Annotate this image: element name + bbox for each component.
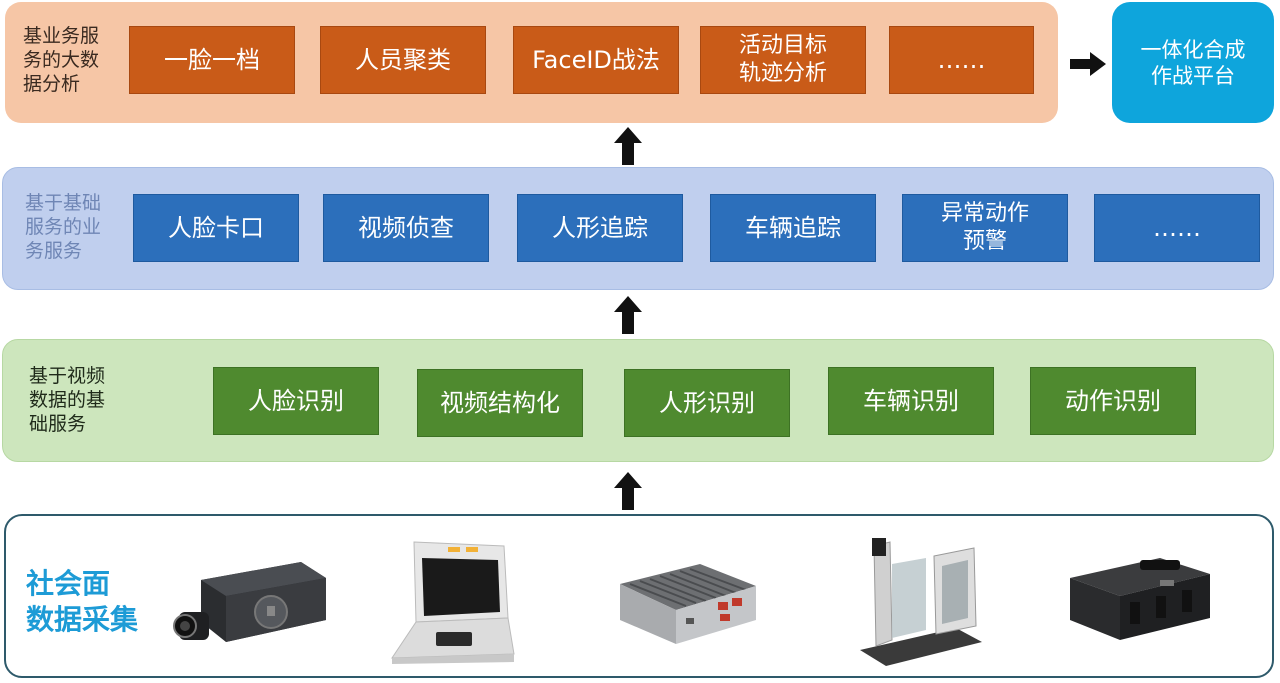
- module-vehicle-tracking: 车辆追踪: [710, 194, 876, 262]
- business-layer-label: 基于基础 服务的业 务服务: [25, 192, 102, 262]
- business-service-layer: 基于基础 服务的业 务服务 人脸卡口 视频侦查 人形追踪 车辆追踪 异常动作 预…: [2, 167, 1274, 290]
- face-terminal-icon: [391, 541, 515, 664]
- module-vehicle-recognition: 车辆识别: [828, 367, 994, 435]
- camera-device-icon: [173, 562, 326, 642]
- module-more-ellipsis: ……: [1094, 194, 1260, 262]
- rugged-case-icon: [1070, 558, 1210, 640]
- module-person-recognition: 人形识别: [624, 369, 790, 437]
- arrow-up-icon: [614, 127, 642, 165]
- module-video-investigation: 视频侦查: [323, 194, 489, 262]
- module-faceid-tactics: FaceID战法: [513, 26, 679, 94]
- social-data-collection-layer: 社会面 数据采集: [4, 514, 1274, 678]
- arrow-right-icon: [1070, 52, 1106, 76]
- arrow-up-icon: [614, 296, 642, 334]
- module-one-face-one-file: 一脸一档: [129, 26, 295, 94]
- arrow-up-icon: [614, 472, 642, 510]
- module-video-structuring: 视频结构化: [417, 369, 583, 437]
- big-data-analysis-layer: 基业务服 务的大数 据分析 一脸一档 人员聚类 FaceID战法 活动目标 轨迹…: [5, 2, 1058, 123]
- module-action-recognition: 动作识别: [1030, 367, 1196, 435]
- module-more-ellipsis: ……: [889, 26, 1034, 94]
- module-abnormal-action-warning: 异常动作 预警: [902, 194, 1068, 262]
- turnstile-gate-icon: [860, 538, 982, 666]
- integrated-combat-platform: 一体化合成 作战平台: [1112, 2, 1274, 123]
- edge-box-icon: [620, 564, 756, 644]
- module-person-clustering: 人员聚类: [320, 26, 486, 94]
- module-person-tracking: 人形追踪: [517, 194, 683, 262]
- collection-layer-label: 社会面 数据采集: [26, 567, 139, 636]
- base-layer-label: 基于视频 数据的基 础服务: [29, 365, 106, 435]
- module-face-checkpoint: 人脸卡口: [133, 194, 299, 262]
- base-service-layer: 基于视频 数据的基 础服务 人脸识别 视频结构化 人形识别 车辆识别 动作识别: [2, 339, 1274, 462]
- big-data-layer-label: 基业务服 务的大数 据分析: [23, 25, 100, 95]
- module-face-recognition: 人脸识别: [213, 367, 379, 435]
- module-target-trajectory: 活动目标 轨迹分析: [700, 26, 866, 94]
